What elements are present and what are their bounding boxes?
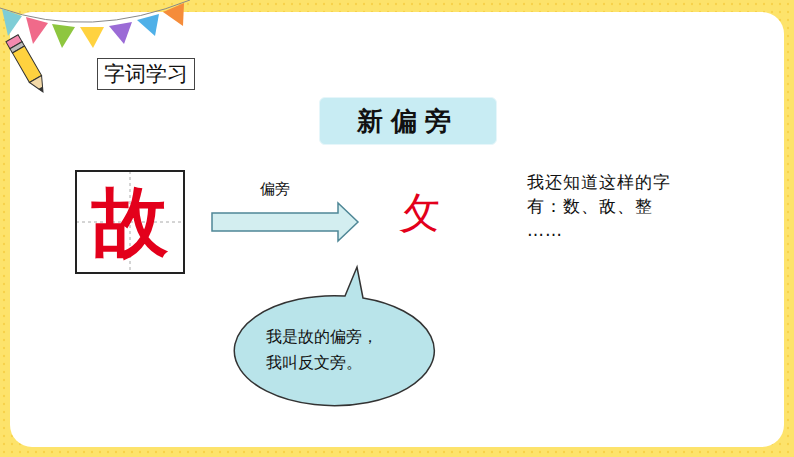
node-text: 我是故的偏旁，我叫反文旁。 — [266, 324, 384, 376]
bunting-flags — [2, 3, 184, 48]
pencil-icon — [6, 35, 49, 96]
title-text: 字词学习 — [104, 61, 188, 87]
node-text: 新偏旁 — [357, 104, 459, 139]
title-box: 字词学习 — [97, 58, 195, 90]
radical-banner: 新偏旁 — [319, 97, 497, 145]
radical-character: 攵 — [398, 192, 440, 234]
example-note: 我还知道这样的字 有：数、敌、整 …… — [527, 170, 692, 242]
character-grid: 故 — [75, 170, 185, 274]
speech-bubble: 我是故的偏旁，我叫反文旁。 — [225, 295, 425, 405]
white-panel — [10, 12, 784, 447]
arrow-label: 偏旁 — [260, 180, 290, 199]
node-text: 故 — [92, 184, 168, 260]
block-arrow — [212, 203, 358, 241]
bubble-shape — [234, 267, 434, 406]
